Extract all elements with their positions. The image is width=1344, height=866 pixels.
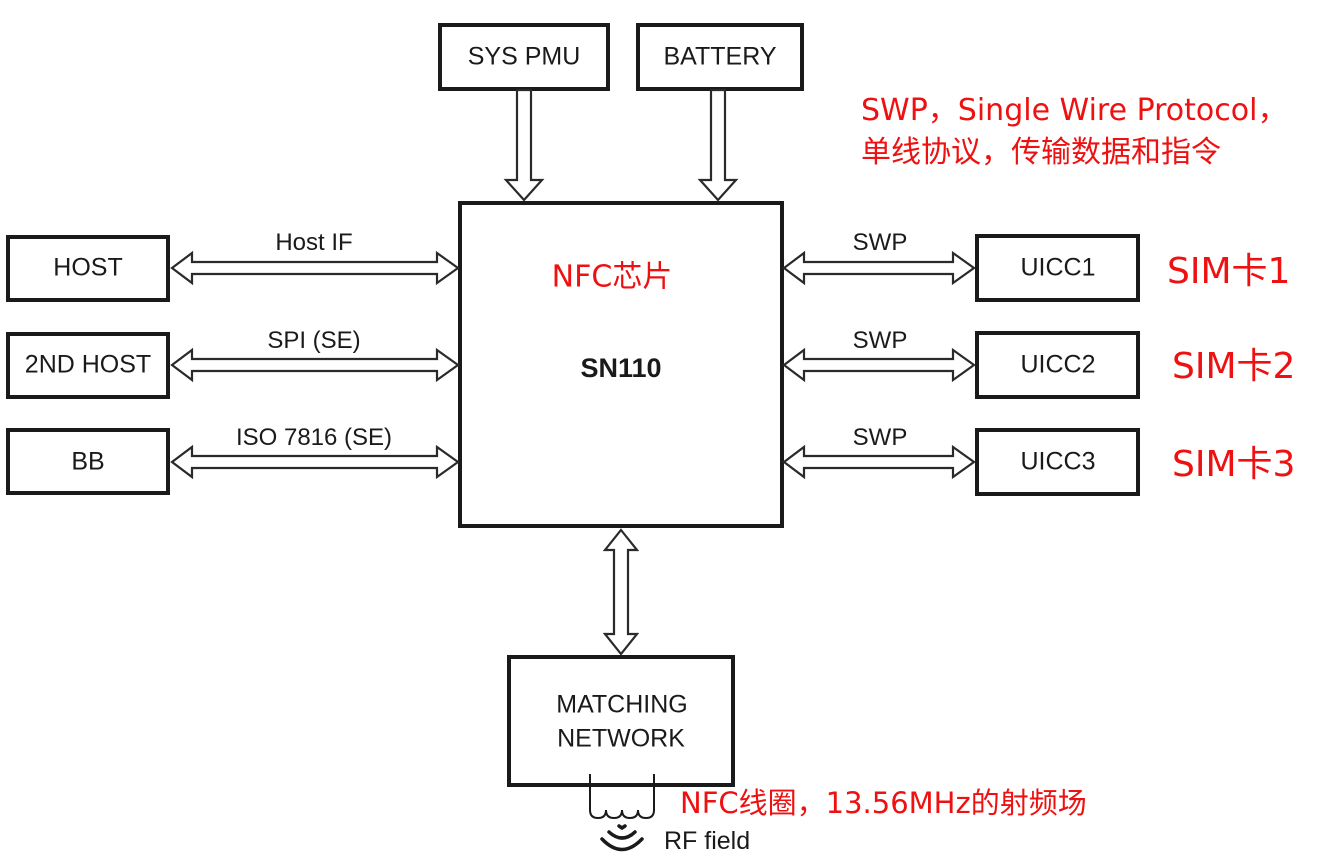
rf-link-arrow: [602, 528, 640, 656]
sim3-annotation: SIM卡3: [1172, 444, 1295, 485]
swp-annotation-line2: 单线协议，传输数据和指令: [861, 135, 1221, 170]
host-if-arrow: [170, 250, 460, 286]
sim2-annotation: SIM卡2: [1172, 346, 1295, 387]
uicc2-block: UICC2: [975, 331, 1140, 399]
bb-block: BB: [6, 428, 170, 495]
uicc1-label: UICC1: [1020, 254, 1095, 282]
battery-block: BATTERY: [636, 23, 804, 91]
battery-label: BATTERY: [664, 43, 777, 71]
iso7816-label: ISO 7816 (SE): [236, 424, 392, 451]
swp-label-1: SWP: [853, 229, 908, 256]
swp-label-3: SWP: [853, 424, 908, 451]
swp-annotation-line1: SWP，Single Wire Protocol，: [861, 93, 1287, 128]
second-host-block: 2ND HOST: [6, 332, 170, 399]
network-label: NETWORK: [557, 725, 685, 753]
antenna-coil-icon: [589, 774, 655, 820]
chip-name: SN110: [580, 353, 661, 383]
matching-network-block: MATCHING NETWORK: [507, 655, 735, 787]
spi-se-label: SPI (SE): [267, 327, 360, 354]
iso7816-arrow: [170, 444, 460, 480]
uicc1-block: UICC1: [975, 234, 1140, 302]
uicc3-label: UICC3: [1020, 448, 1095, 476]
host-block: HOST: [6, 235, 170, 302]
battery-arrow: [697, 88, 739, 202]
swp-label-2: SWP: [853, 327, 908, 354]
uicc3-block: UICC3: [975, 428, 1140, 496]
host-if-label: Host IF: [275, 229, 352, 256]
swp-arrow-1: [782, 250, 976, 286]
sys-pmu-block: SYS PMU: [438, 23, 610, 91]
sys-pmu-arrow: [503, 88, 545, 202]
spi-se-arrow: [170, 347, 460, 383]
sys-pmu-label: SYS PMU: [468, 43, 581, 71]
rf-waves-icon: [600, 824, 644, 852]
second-host-label: 2ND HOST: [25, 351, 151, 379]
rf-field-label: RF field: [664, 827, 750, 855]
host-label: HOST: [53, 254, 122, 282]
coil-annotation: NFC线圈，13.56MHz的射频场: [680, 786, 1087, 820]
nfc-chip: NFC芯片 SN110: [458, 201, 784, 528]
uicc2-label: UICC2: [1020, 351, 1095, 379]
bb-label: BB: [71, 448, 104, 476]
sim1-annotation: SIM卡1: [1167, 251, 1290, 292]
matching-label: MATCHING: [556, 691, 687, 719]
swp-arrow-2: [782, 347, 976, 383]
swp-arrow-3: [782, 444, 976, 480]
nfc-chip-annotation: NFC芯片: [552, 260, 673, 295]
